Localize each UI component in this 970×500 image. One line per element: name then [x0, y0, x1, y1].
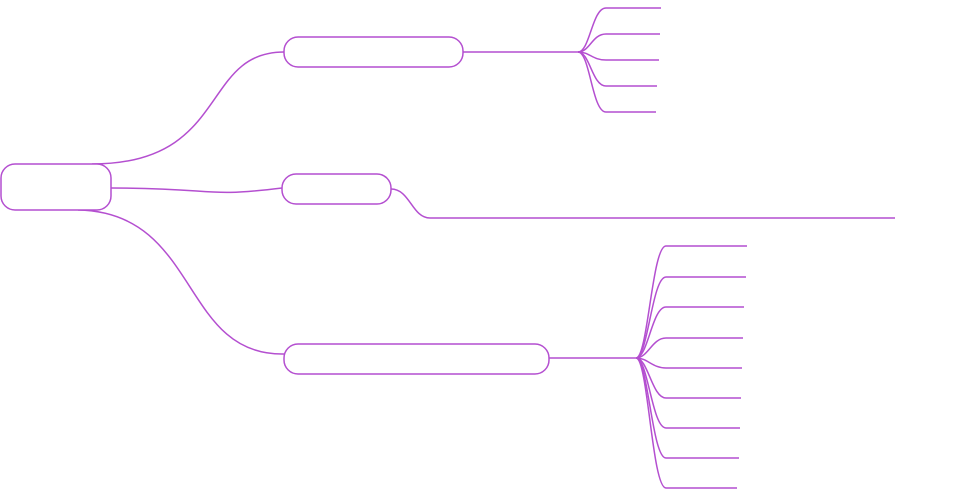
- branch-3-leaf-4[interactable]: [635, 337, 743, 359]
- branch-1-leaf-4[interactable]: [577, 51, 657, 87]
- branch-1-leaf-3[interactable]: [577, 51, 659, 61]
- branch-3-leaf-1[interactable]: [635, 245, 747, 359]
- branch-3-leaves: [635, 245, 747, 489]
- connector-root-branch-1: [91, 51, 285, 165]
- root-node[interactable]: [0, 163, 112, 211]
- branch-2-leaf-1[interactable]: [390, 188, 895, 219]
- connector-root-branch-3: [77, 209, 285, 355]
- branch-node-3[interactable]: [283, 343, 550, 375]
- branch-3-leaf-8[interactable]: [635, 357, 739, 459]
- branch-node-2[interactable]: [281, 173, 392, 205]
- connector-root-branch-2: [110, 187, 283, 194]
- branch-3-leaf-5[interactable]: [635, 357, 742, 369]
- branch-1-leaf-1[interactable]: [577, 7, 661, 53]
- branch-3-leaf-2[interactable]: [635, 276, 746, 359]
- branch-1-leaf-2[interactable]: [577, 33, 660, 53]
- branch-3-leaf-9[interactable]: [635, 357, 737, 489]
- branch-1-leaves: [577, 7, 661, 113]
- branch-node-1[interactable]: [283, 36, 464, 68]
- branch-3-leaf-3[interactable]: [635, 306, 744, 359]
- branch-1-leaf-5[interactable]: [577, 51, 656, 113]
